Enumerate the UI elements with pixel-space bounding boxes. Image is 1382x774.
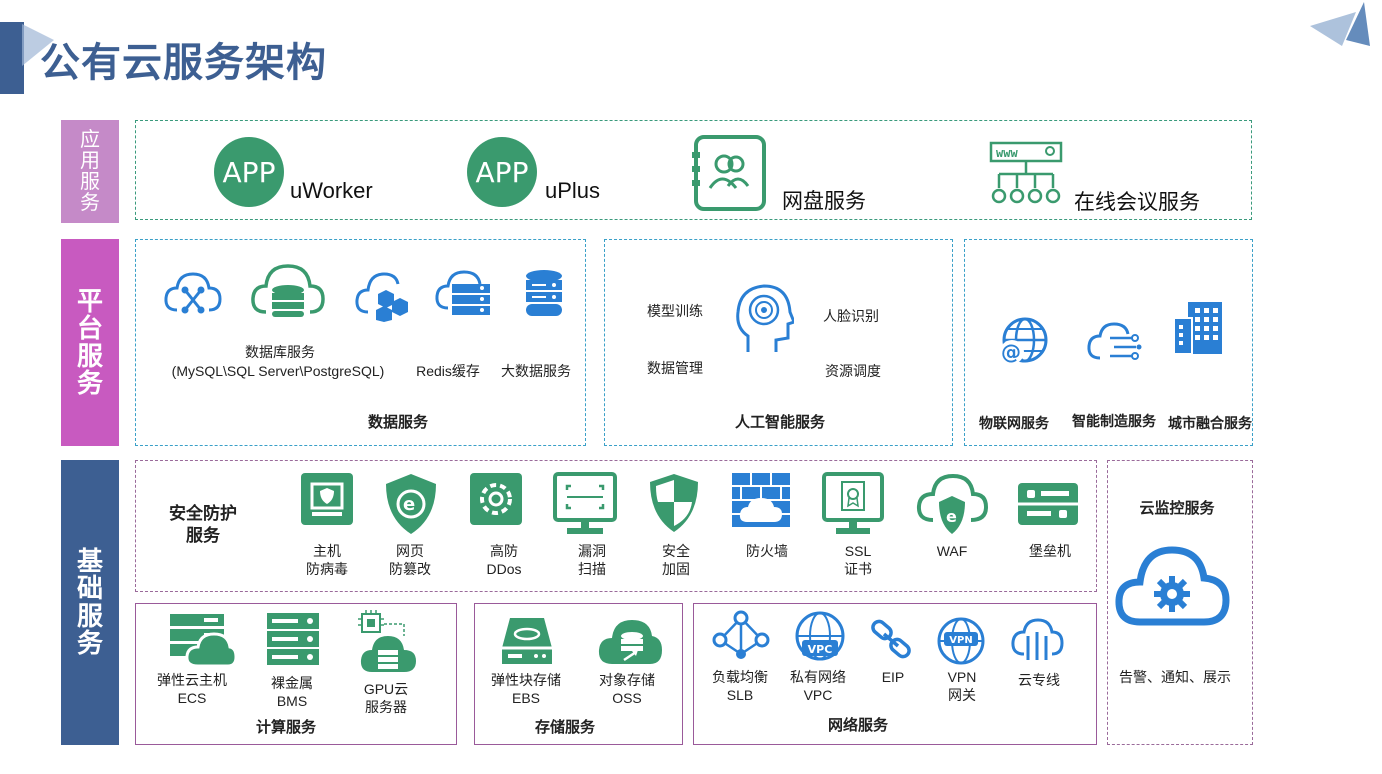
waf-cloud-shield-icon[interactable]: e: [915, 472, 989, 536]
database-service-label: 数据库服务: [245, 344, 315, 360]
layer-label-app: 应用服务: [61, 120, 119, 223]
direct-connect-label: 云专线: [1018, 672, 1060, 688]
ai-services-title: 人工智能服务: [734, 414, 825, 431]
ai-face-recognition: 人脸识别: [823, 308, 879, 324]
bastion-label: 堡垒机: [1029, 543, 1071, 559]
database-cloud-icon[interactable]: [250, 260, 326, 320]
data-services-box: [135, 239, 586, 446]
ddos-protection-icon[interactable]: [469, 472, 523, 526]
eip-label: EIP: [881, 669, 905, 685]
web-tamper-label: 网页防篡改: [389, 543, 431, 577]
ebs-block-storage-icon[interactable]: [500, 614, 554, 668]
slb-load-balancer-icon[interactable]: [710, 610, 772, 660]
hardening-label: 安全加固: [662, 543, 690, 577]
security-hardening-shield-icon[interactable]: [648, 472, 700, 534]
ecs-server-cloud-icon[interactable]: [168, 612, 236, 668]
network-services-box: [693, 603, 1097, 745]
security-services-box: [135, 460, 1097, 592]
redis-cache-icon[interactable]: [354, 266, 414, 322]
ai-head-icon[interactable]: [734, 282, 794, 356]
vuln-scan-label: 漏洞扫描: [578, 543, 606, 577]
security-title: 安全防护服务: [169, 504, 237, 545]
uplus-label: uPlus: [545, 178, 601, 203]
web-conference-label: 在线会议服务: [1074, 191, 1200, 214]
app-layer-box: [135, 120, 1252, 220]
smart-manufacturing-label: 智能制造服务: [1072, 413, 1156, 429]
netdisk-label: 网盘服务: [782, 190, 866, 213]
svg-text:@: @: [1001, 340, 1021, 364]
host-antivirus-icon[interactable]: [300, 472, 354, 526]
vulnerability-scan-icon[interactable]: [553, 472, 617, 538]
bastion-host-icon[interactable]: [1017, 482, 1079, 526]
cloud-monitor-gear-icon[interactable]: [1114, 544, 1230, 628]
waf-label: WAF: [936, 543, 968, 559]
svg-text:e: e: [946, 507, 957, 526]
gpu-server-icon[interactable]: [356, 610, 418, 674]
redis-label: Redis缓存: [416, 363, 480, 379]
iot-service-label: 物联网服务: [979, 415, 1049, 431]
smart-manufacturing-cloud-icon[interactable]: [1086, 320, 1142, 364]
city-building-icon[interactable]: [1170, 298, 1228, 356]
data-services-title: 数据服务: [367, 414, 428, 431]
uplus-app-icon[interactable]: APP: [467, 137, 537, 207]
database-icon[interactable]: [522, 268, 566, 320]
ssl-certificate-icon[interactable]: [822, 472, 884, 538]
compute-services-box: [135, 603, 457, 745]
bms-server-icon[interactable]: [266, 612, 320, 666]
vpn-gateway-icon[interactable]: VPN: [936, 616, 986, 666]
oss-object-storage-icon[interactable]: [596, 616, 664, 666]
firewall-label: 防火墙: [746, 543, 788, 559]
database-types-label: (MySQL\SQL Server\PostgreSQL): [171, 363, 385, 379]
ai-model-training: 模型训练: [647, 303, 703, 319]
layer-label-platform: 平台服务: [61, 239, 119, 446]
direct-connect-cloud-icon[interactable]: [1010, 616, 1064, 662]
svg-text:e: e: [403, 494, 415, 515]
big-data-server-icon[interactable]: [434, 268, 494, 318]
host-antivirus-label: 主机防病毒: [306, 543, 348, 577]
ai-services-box: [604, 239, 953, 446]
bigdata-label: 大数据服务: [501, 363, 571, 379]
monitor-title: 云监控服务: [1139, 500, 1215, 517]
uworker-app-icon[interactable]: APP: [214, 137, 284, 207]
corner-triangles-icon: [1310, 2, 1370, 46]
monitor-services-box: [1107, 460, 1253, 745]
layer-label-infra: 基础服务: [61, 460, 119, 745]
iot-services-box: [964, 239, 1253, 446]
storage-services-box: [474, 603, 683, 745]
svg-text:VPN: VPN: [949, 635, 972, 646]
city-fusion-label: 城市融合服务: [1168, 415, 1252, 431]
ai-data-management: 数据管理: [647, 360, 703, 376]
vpc-private-network-icon[interactable]: VPC: [794, 610, 846, 662]
title-accent-bar: [0, 22, 24, 94]
uworker-label: uWorker: [290, 178, 373, 203]
firewall-icon[interactable]: [731, 472, 791, 528]
ai-resource-scheduling: 资源调度: [825, 363, 881, 379]
network-title: 网络服务: [827, 717, 888, 734]
cloud-network-icon[interactable]: [163, 266, 223, 318]
iot-globe-icon[interactable]: @: [997, 316, 1049, 366]
gpu-label: GPU云服务器: [363, 681, 409, 715]
web-conference-icon[interactable]: www: [988, 140, 1064, 206]
page-title: 公有云服务架构: [40, 40, 327, 86]
storage-title: 存储服务: [534, 719, 595, 736]
web-tamper-shield-icon[interactable]: e: [384, 472, 438, 536]
compute-title: 计算服务: [255, 719, 316, 736]
monitor-desc: 告警、通知、展示: [1119, 669, 1231, 685]
netdisk-icon[interactable]: [692, 134, 768, 212]
eip-icon[interactable]: [868, 618, 916, 662]
svg-text:www: www: [996, 146, 1018, 160]
corner-triangle-icon: [22, 24, 54, 66]
svg-text:VPC: VPC: [808, 643, 833, 656]
